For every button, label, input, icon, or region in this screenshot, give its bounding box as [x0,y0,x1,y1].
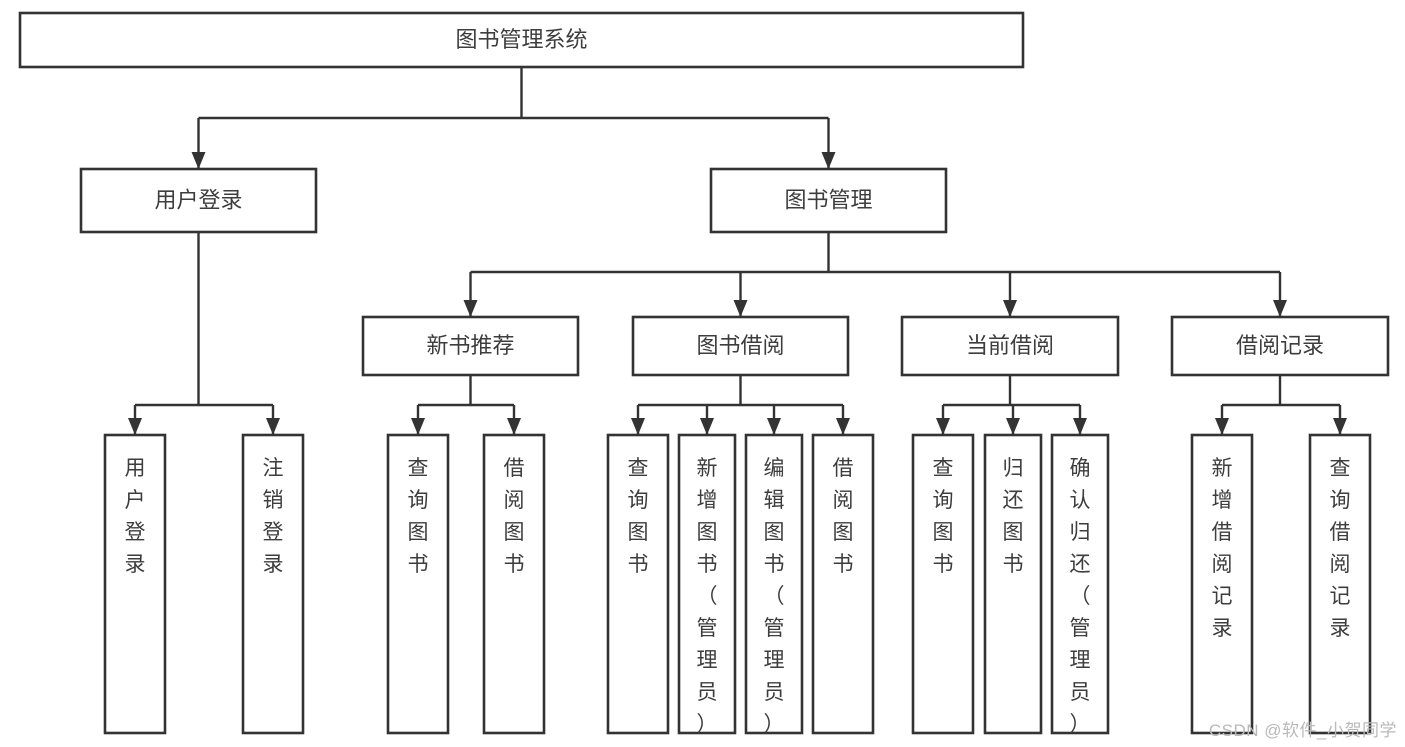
node-box [18,11,1025,69]
arrow-head [1006,418,1020,435]
arrow-head [463,300,478,317]
node-user-login[interactable]: 用户登录 [79,167,318,234]
edge-group-current-borrow [936,375,1087,435]
node-label: 新增借阅记录 [1212,457,1233,640]
node-box [103,433,167,735]
arrow-head [821,152,836,169]
node-leaf-add-borrow-record[interactable]: 新增借阅记录 [1190,433,1254,735]
node-label: 借阅记录 [1236,333,1324,358]
arrow-head [631,418,645,435]
node-leaf-edit-book-admin[interactable]: 编辑图书（管理员） [744,433,804,736]
csdn-watermark: CSDN @软件_小贺同学 [1208,721,1397,740]
edge-group-user-login [128,232,280,435]
arrow-head [191,152,206,169]
node-layer: 图书管理系统用户登录图书管理新书推荐图书借阅当前借阅借阅记录用户登录注销登录查询… [18,11,1390,736]
node-label: 图书借阅 [696,333,784,358]
node-book-manage[interactable]: 图书管理 [709,167,948,234]
node-leaf-user-login[interactable]: 用户登录 [103,433,167,735]
node-label: 借阅图书 [504,457,525,576]
node-label: 查询借阅记录 [1330,457,1351,640]
arrow-head [266,418,280,435]
arrow-head [1003,300,1017,317]
arrow-head [1273,300,1287,317]
arrow-head [836,418,850,435]
node-box [1050,433,1110,735]
node-label: 新书推荐 [426,333,514,358]
node-box [241,433,305,735]
node-leaf-logout-login[interactable]: 注销登录 [241,433,305,735]
arrow-head [128,418,142,435]
node-label: 新增图书（管理员） [697,457,718,736]
arrow-head [936,418,950,435]
node-box [900,315,1120,377]
node-leaf-add-book-admin[interactable]: 新增图书（管理员） [677,433,737,736]
edge-group-new-book-recommend [411,375,521,435]
node-current-borrow[interactable]: 当前借阅 [900,315,1120,377]
node-leaf-borrow-book-1[interactable]: 借阅图书 [482,433,546,735]
node-box [1308,433,1372,735]
node-borrow-record[interactable]: 借阅记录 [1170,315,1390,377]
node-leaf-confirm-return-admin[interactable]: 确认归还（管理员） [1050,433,1110,736]
node-book-borrow[interactable]: 图书借阅 [631,315,850,377]
arrow-head [767,418,781,435]
node-label: 查询图书 [408,457,429,576]
node-box [386,433,450,735]
node-leaf-query-book-1[interactable]: 查询图书 [386,433,450,735]
edge-group-borrow-record [1215,375,1347,435]
node-box [744,433,804,735]
node-box [911,433,975,735]
node-label: 归还图书 [1003,457,1024,576]
arrow-head [1215,418,1229,435]
node-leaf-query-borrow-record[interactable]: 查询借阅记录 [1308,433,1372,735]
arrow-head [411,418,425,435]
edge-group-root [191,67,836,169]
node-leaf-query-book-2[interactable]: 查询图书 [606,433,670,735]
node-label: 查询图书 [628,457,649,576]
node-label: 用户登录 [154,187,242,212]
connector-layer [128,67,1347,435]
node-label: 确认归还（管理员） [1070,457,1091,736]
edge-group-book-borrow [631,375,850,435]
node-box [606,433,670,735]
node-leaf-return-book[interactable]: 归还图书 [983,433,1043,735]
node-box [1170,315,1390,377]
node-leaf-query-book-3[interactable]: 查询图书 [911,433,975,735]
node-label: 查询图书 [933,457,954,576]
node-box [677,433,737,735]
node-box [983,433,1043,735]
node-box [79,167,318,234]
node-box [811,433,875,735]
node-label: 图书管理系统 [455,27,587,52]
node-label: 借阅图书 [833,457,854,576]
arrow-head [733,300,748,317]
node-label: 图书管理 [784,187,872,212]
node-box [1190,433,1254,735]
node-label: 注销登录 [263,457,284,576]
arrow-head [1073,418,1087,435]
node-label: 编辑图书（管理员） [764,457,785,736]
node-label: 当前借阅 [966,333,1054,358]
node-box [482,433,546,735]
arrow-head [1333,418,1347,435]
arrow-head [700,418,714,435]
arrow-head [507,418,521,435]
node-box [709,167,948,234]
edge-group-book-manage [463,232,1287,317]
node-box [361,315,580,377]
node-box [631,315,850,377]
node-root[interactable]: 图书管理系统 [18,11,1025,69]
node-new-book-recommend[interactable]: 新书推荐 [361,315,580,377]
node-leaf-borrow-book-2[interactable]: 借阅图书 [811,433,875,735]
node-label: 用户登录 [125,457,146,576]
